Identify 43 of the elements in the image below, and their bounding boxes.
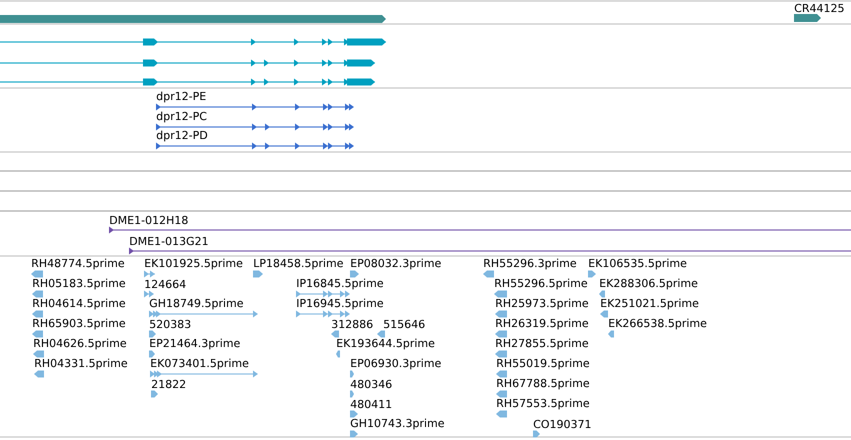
feature-label: RH05183.5prime — [33, 278, 126, 290]
feature-label: EK101925.5prime — [145, 258, 242, 270]
feature-label: EP21464.3prime — [150, 338, 240, 350]
feature-label: GH18749.5prime — [150, 298, 243, 310]
feature-label: 480346 — [350, 380, 392, 388]
feature-label: dpr12-PD — [156, 130, 208, 142]
feature-label: RH48774.5prime — [32, 258, 124, 270]
feature-label: RH27855.5prime — [496, 338, 588, 350]
feature-label: EK266538.5prime — [609, 318, 706, 330]
feature-label: 520383 — [150, 320, 190, 328]
feature-label: CO190371 — [534, 420, 590, 428]
feature-label: RH55019.5prime — [497, 358, 590, 370]
feature-label: EP06930.3prime — [351, 358, 441, 370]
feature-label: EP08032.3prime — [351, 258, 441, 270]
feature-label: DME1-012H18 — [110, 216, 188, 224]
feature-label: EK106535.5prime — [589, 258, 686, 270]
feature-label: 124664 — [145, 280, 186, 288]
feature-label: RH25973.5prime — [496, 298, 588, 310]
feature-label: RH57553.5prime — [497, 398, 590, 410]
feature-label: RH55296.5prime — [495, 278, 588, 290]
feature-label: RH04626.5prime — [34, 338, 126, 350]
feature-label: 480411 — [350, 400, 392, 408]
feature-label: RH26319.5prime — [496, 318, 588, 330]
feature-label: RH55296.3prime — [484, 258, 576, 270]
feature-label: EK288306.5prime — [600, 278, 698, 290]
feature-label: EK193644.5prime — [337, 338, 434, 350]
feature-label: IP16945.5prime — [297, 298, 384, 310]
feature-label: 312886 — [332, 320, 372, 328]
feature-label: RH65903.5prime — [33, 318, 126, 330]
feature-label: RH67788.5prime — [497, 378, 590, 390]
feature-label: IP16845.5prime — [297, 278, 384, 290]
feature-label: LP18458.5prime — [254, 258, 343, 270]
feature-label: dpr12-PE — [156, 92, 206, 102]
feature-label: RH04614.5prime — [33, 298, 126, 310]
feature-label: 515646 — [384, 320, 424, 328]
feature-label: EK251021.5prime — [601, 298, 698, 310]
feature-label: EK073401.5prime — [151, 358, 248, 370]
feature-label: CR44125 — [794, 4, 844, 12]
feature-label: GH10743.3prime — [350, 418, 444, 430]
feature-label: 21822 — [152, 380, 186, 388]
feature-label: RH04331.5prime — [35, 358, 128, 370]
feature-label: dpr12-PC — [156, 112, 206, 122]
feature-label: DME1-013G21 — [130, 236, 208, 246]
